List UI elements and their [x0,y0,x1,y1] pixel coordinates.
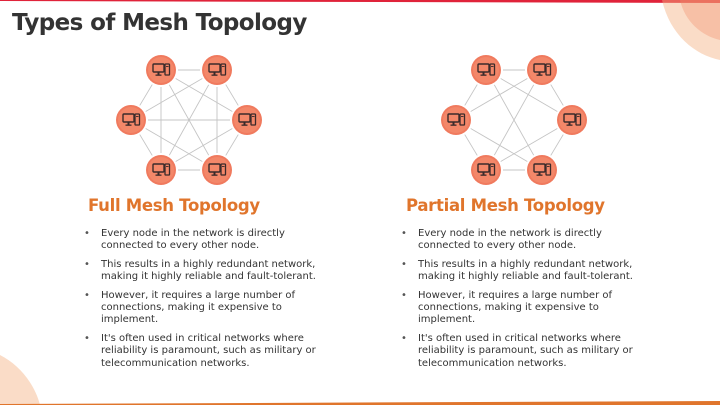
computer-node [527,155,557,185]
desktop-computer-icon [447,113,466,126]
bullet-item: • However, it requires a large number of … [401,290,651,327]
bullet-item: • It's often used in critical networks wh… [84,333,334,370]
mesh-link [139,84,153,106]
mesh-link [464,84,478,106]
bullet-item: • However, it requires a large number of … [84,290,334,327]
node-circle [146,55,176,85]
computer-node [202,55,232,85]
partial-mesh-nodes [441,55,587,185]
bullet-dot-icon: • [84,228,90,239]
bullet-item: • This results in a highly redundant netw… [401,259,651,284]
mesh-link [225,84,239,106]
computer-node [471,155,501,185]
desktop-computer-icon [122,113,141,126]
bullet-dot-icon: • [84,332,90,344]
desktop-computer-icon [208,163,227,176]
bullet-text: This results in a highly redundant netwo… [418,258,633,283]
partial-mesh-edges [464,69,564,171]
top-accent-stripe [0,0,720,3]
node-circle [232,105,262,135]
node-circle [527,55,557,85]
full-mesh-diagram-svg [116,55,262,185]
node-circle [202,55,232,85]
bullet-dot-icon: • [401,258,407,270]
full-mesh-diagram [113,52,265,190]
bullet-dot-icon: • [84,289,90,301]
partial-mesh-heading: Partial Mesh Topology [406,196,605,215]
mesh-link [470,78,528,112]
node-circle [116,105,146,135]
desktop-computer-icon [208,63,227,76]
mesh-link [139,134,153,156]
computer-node [471,55,501,85]
partial-mesh-diagram [438,52,590,190]
bullet-text: It's often used in critical networks whe… [101,332,316,369]
corner-swoosh-top-right [662,0,720,60]
desktop-computer-icon [238,113,257,126]
full-mesh-heading: Full Mesh Topology [88,196,260,215]
bullet-dot-icon: • [401,228,407,239]
computer-node [146,55,176,85]
page-title: Types of Mesh Topology [12,10,307,36]
bullet-dot-icon: • [401,289,407,301]
node-circle [146,155,176,185]
mesh-link [500,128,558,162]
desktop-computer-icon [477,63,496,76]
mesh-link [145,128,203,162]
bullet-text: However, it requires a large number of c… [101,289,295,326]
bullet-text: However, it requires a large number of c… [418,289,612,326]
node-circle [441,105,471,135]
node-circle [202,155,232,185]
computer-node [557,105,587,135]
bottom-accent-stripe [0,401,720,405]
corner-swoosh-bottom-left [0,355,40,405]
desktop-computer-icon [152,63,171,76]
bullet-text: Every node in the network is directly co… [418,228,602,252]
mesh-link [500,78,558,112]
mesh-link [470,128,528,162]
desktop-computer-icon [533,63,552,76]
bullet-text: Every node in the network is directly co… [101,228,285,252]
full-mesh-bullet-list: • Every node in the network is directly c… [84,228,334,376]
bullet-item: • Every node in the network is directly c… [84,228,334,253]
computer-node [232,105,262,135]
computer-node [146,155,176,185]
bullet-dot-icon: • [84,258,90,270]
bullet-item: • It's often used in critical networks wh… [401,333,651,370]
partial-mesh-bullet-list: • Every node in the network is directly c… [401,228,651,376]
node-circle [557,105,587,135]
mesh-link [225,134,239,156]
partial-mesh-diagram-svg [441,55,587,185]
computer-node [202,155,232,185]
node-circle [471,155,501,185]
bullet-item: • Every node in the network is directly c… [401,228,651,253]
mesh-link [175,78,233,112]
desktop-computer-icon [477,163,496,176]
desktop-computer-icon [533,163,552,176]
node-circle [471,55,501,85]
full-mesh-nodes [116,55,262,185]
computer-node [116,105,146,135]
mesh-link [175,128,233,162]
desktop-computer-icon [563,113,582,126]
computer-node [527,55,557,85]
mesh-link [493,84,535,156]
bullet-item: • This results in a highly redundant netw… [84,259,334,284]
mesh-link [145,78,203,112]
full-mesh-edges [139,69,239,171]
computer-node [441,105,471,135]
bullet-text: It's often used in critical networks whe… [418,332,633,369]
bullet-dot-icon: • [401,332,407,344]
desktop-computer-icon [152,163,171,176]
node-circle [527,155,557,185]
bullet-text: This results in a highly redundant netwo… [101,258,316,283]
mesh-link [464,134,478,156]
mesh-link [550,84,564,106]
mesh-link [550,134,564,156]
